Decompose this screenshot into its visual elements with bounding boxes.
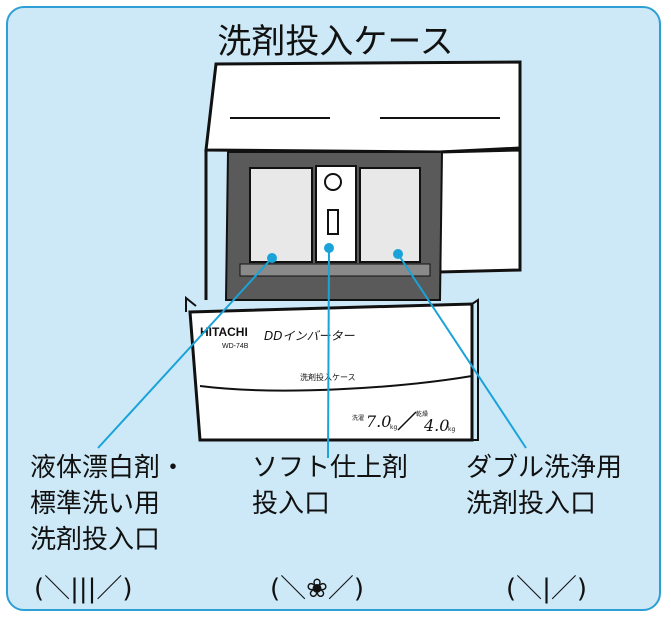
leader-line-right [397,253,527,449]
softener-slot [327,209,339,235]
wash-capacity-unit: kg [390,424,397,431]
softener-symbol-icon: (＼❀／) [270,574,365,604]
callout-label-bleach: 液体漂白剤・ 標準洗い用 洗剤投入口 [30,450,186,558]
dd-inverter-text: DDインバーター [264,329,355,343]
leader-dot-right [393,249,403,259]
machine-top [204,60,522,154]
double-wash-symbol-icon: (＼|／) [506,574,588,604]
leader-dot-left [267,253,277,263]
wash-capacity-value: 7.0 [366,412,391,431]
callout-line: 液体漂白剤・ [30,453,187,483]
bleach-symbol-icon: (＼|||／) [34,574,133,604]
dry-capacity-label: 乾燥 [416,410,428,418]
model-text: WD-74B [222,343,249,350]
leader-dot-middle [324,243,334,253]
callout-line: 洗剤投入口 [30,525,161,555]
callout-line: ソフト仕上剤 [252,453,409,483]
compartment-right [359,167,421,263]
callout-line: 標準洗い用 [30,489,161,519]
callout-label-softener: ソフト仕上剤 投入口 [252,450,408,522]
wash-capacity-label: 洗濯 [352,414,364,422]
callout-label-double-wash: ダブル洗浄用 洗剤投入口 [466,450,622,522]
leader-line-left [97,257,273,449]
callout-line: 洗剤投入口 [466,489,597,519]
softener-cap [324,173,342,191]
dry-capacity-value: 4.0 [423,416,449,435]
compartment-left [249,167,313,263]
brand-text: HITACHI [200,325,248,339]
symbol-strip [239,263,431,277]
diagram-title: 洗剤投入ケース [217,22,454,62]
dry-capacity-unit: kg [448,426,455,433]
machine-right-body [438,148,522,274]
leader-line-middle [327,247,330,459]
callout-line: 投入口 [252,489,331,519]
callout-line: ダブル洗浄用 [466,453,623,483]
